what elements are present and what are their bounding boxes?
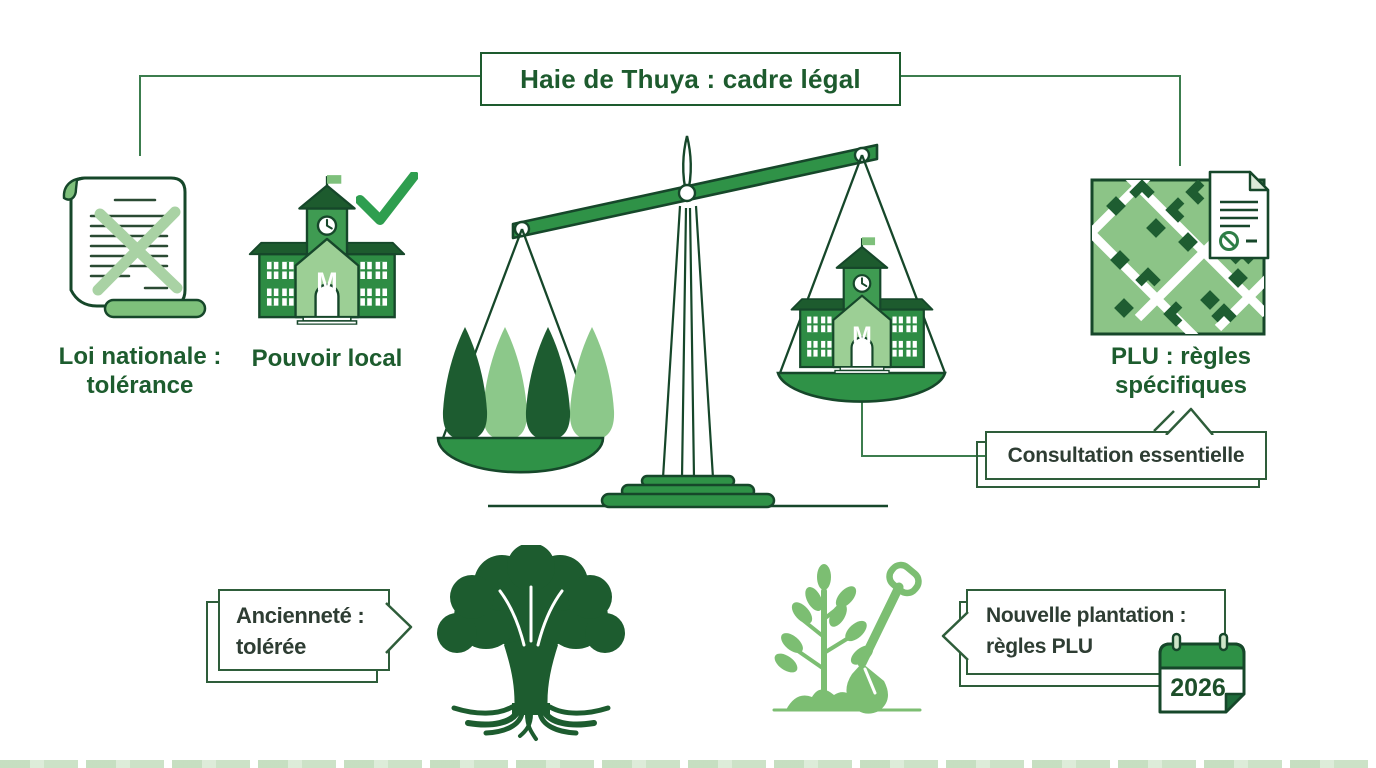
old-tree-icon	[437, 545, 625, 741]
connector-title-right-h	[895, 75, 1181, 77]
label-plu: PLU : règles spécifiques	[1088, 342, 1274, 400]
balance-scale-icon	[436, 135, 947, 509]
label-plu-line1: PLU : règles	[1110, 343, 1252, 370]
calendar-year: 2026	[1170, 674, 1226, 702]
center-pivot	[677, 183, 697, 203]
seniority-bubble: Ancienneté : tolérée	[218, 589, 390, 671]
townhall-on-scale-icon	[790, 236, 934, 374]
label-law: Loi nationale : tolérance	[20, 342, 260, 400]
label-law-line2: tolérance	[86, 372, 194, 399]
scale-base	[600, 474, 776, 509]
label-local-power-text: Pouvoir local	[251, 345, 403, 372]
connector-title-left-h	[139, 75, 482, 77]
zoning-map-icon	[1090, 170, 1270, 336]
page-title: Haie de Thuya : cadre légal	[480, 52, 901, 106]
right-pan	[776, 371, 947, 403]
thuja-trees-icon	[442, 327, 615, 440]
calendar-ring	[1171, 632, 1182, 652]
scroll-roll	[103, 298, 207, 319]
seniority-bubble-line2: tolérée	[236, 634, 307, 659]
new-planting-line1: Nouvelle plantation :	[986, 604, 1187, 627]
connector-title-right-v	[1179, 75, 1181, 166]
connector-pan-h	[861, 455, 987, 457]
shovel-icon	[846, 561, 922, 714]
new-planting-bubble-tail	[941, 611, 969, 661]
seniority-bubble-tail	[385, 602, 413, 654]
checkmark-icon	[356, 172, 418, 225]
no-sign-icon	[1219, 231, 1239, 251]
seniority-bubble-line1: Ancienneté :	[236, 603, 365, 628]
new-planting-line2: règles PLU	[986, 635, 1093, 658]
tree-branch-gaps	[498, 585, 564, 647]
map-blocks	[1106, 180, 1255, 327]
calendar-fold	[1224, 692, 1246, 714]
consultation-bubble-text: Consultation essentielle	[1007, 443, 1245, 467]
page-title-text: Haie de Thuya : cadre légal	[520, 63, 861, 94]
calendar-ring	[1218, 632, 1229, 652]
connector-pan-v	[861, 400, 863, 457]
label-local-power: Pouvoir local	[227, 344, 427, 373]
calendar-icon: 2026	[1158, 632, 1246, 714]
law-scroll-icon	[62, 176, 207, 319]
sapling-shovel-icon	[772, 561, 922, 714]
tree-roots	[451, 704, 611, 741]
crossed-out-x-icon	[92, 206, 183, 296]
consultation-bubble-tail	[1153, 407, 1214, 435]
label-law-line1: Loi nationale :	[58, 343, 222, 370]
sapling-leaves	[774, 564, 874, 673]
bottom-border-strip	[0, 760, 1376, 768]
scale-needle	[682, 135, 692, 201]
right-pan-strings	[778, 154, 947, 374]
prohibition-document-icon	[1208, 170, 1270, 260]
scale-pillar	[661, 205, 715, 479]
left-pan	[436, 436, 605, 474]
label-plu-line2: spécifiques	[1114, 372, 1248, 399]
scroll-curl	[62, 176, 86, 201]
connector-title-left-v	[139, 75, 141, 156]
consultation-bubble: Consultation essentielle	[985, 431, 1267, 480]
